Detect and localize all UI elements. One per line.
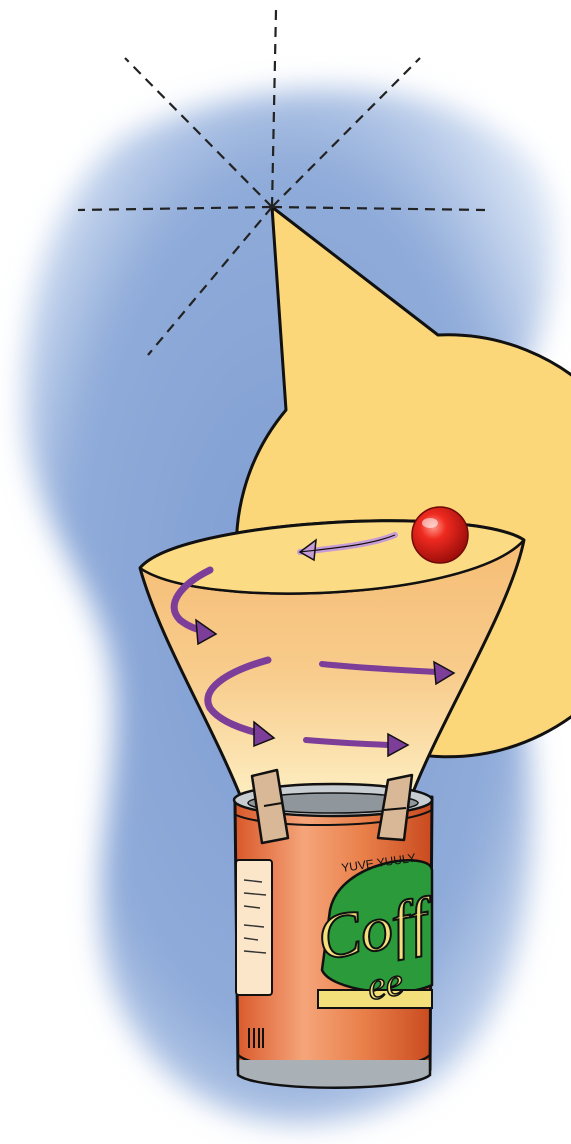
ball-icon <box>412 507 468 563</box>
